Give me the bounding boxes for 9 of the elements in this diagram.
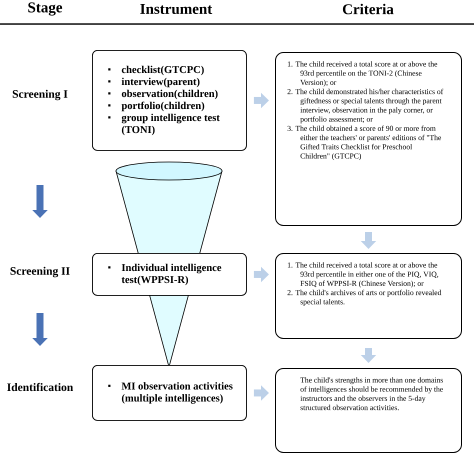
column-header: Criteria (342, 4, 394, 14)
instrument-box: Individual intelligence test(WPPSI-R) (92, 253, 247, 296)
instrument-box: MI observation activities (multiple intelligences) (92, 365, 247, 421)
instrument-box: checklist(GTCPC) interview(parent) observation(children) portfolio(children) group intelligence test (TONI) (92, 50, 247, 151)
stage-label: Screening II (10, 266, 70, 278)
column-header: Stage (28, 2, 62, 16)
stage-label: Screening I (12, 90, 68, 100)
column-header: Instrument (140, 4, 212, 14)
stage-label: Identification (7, 382, 74, 392)
